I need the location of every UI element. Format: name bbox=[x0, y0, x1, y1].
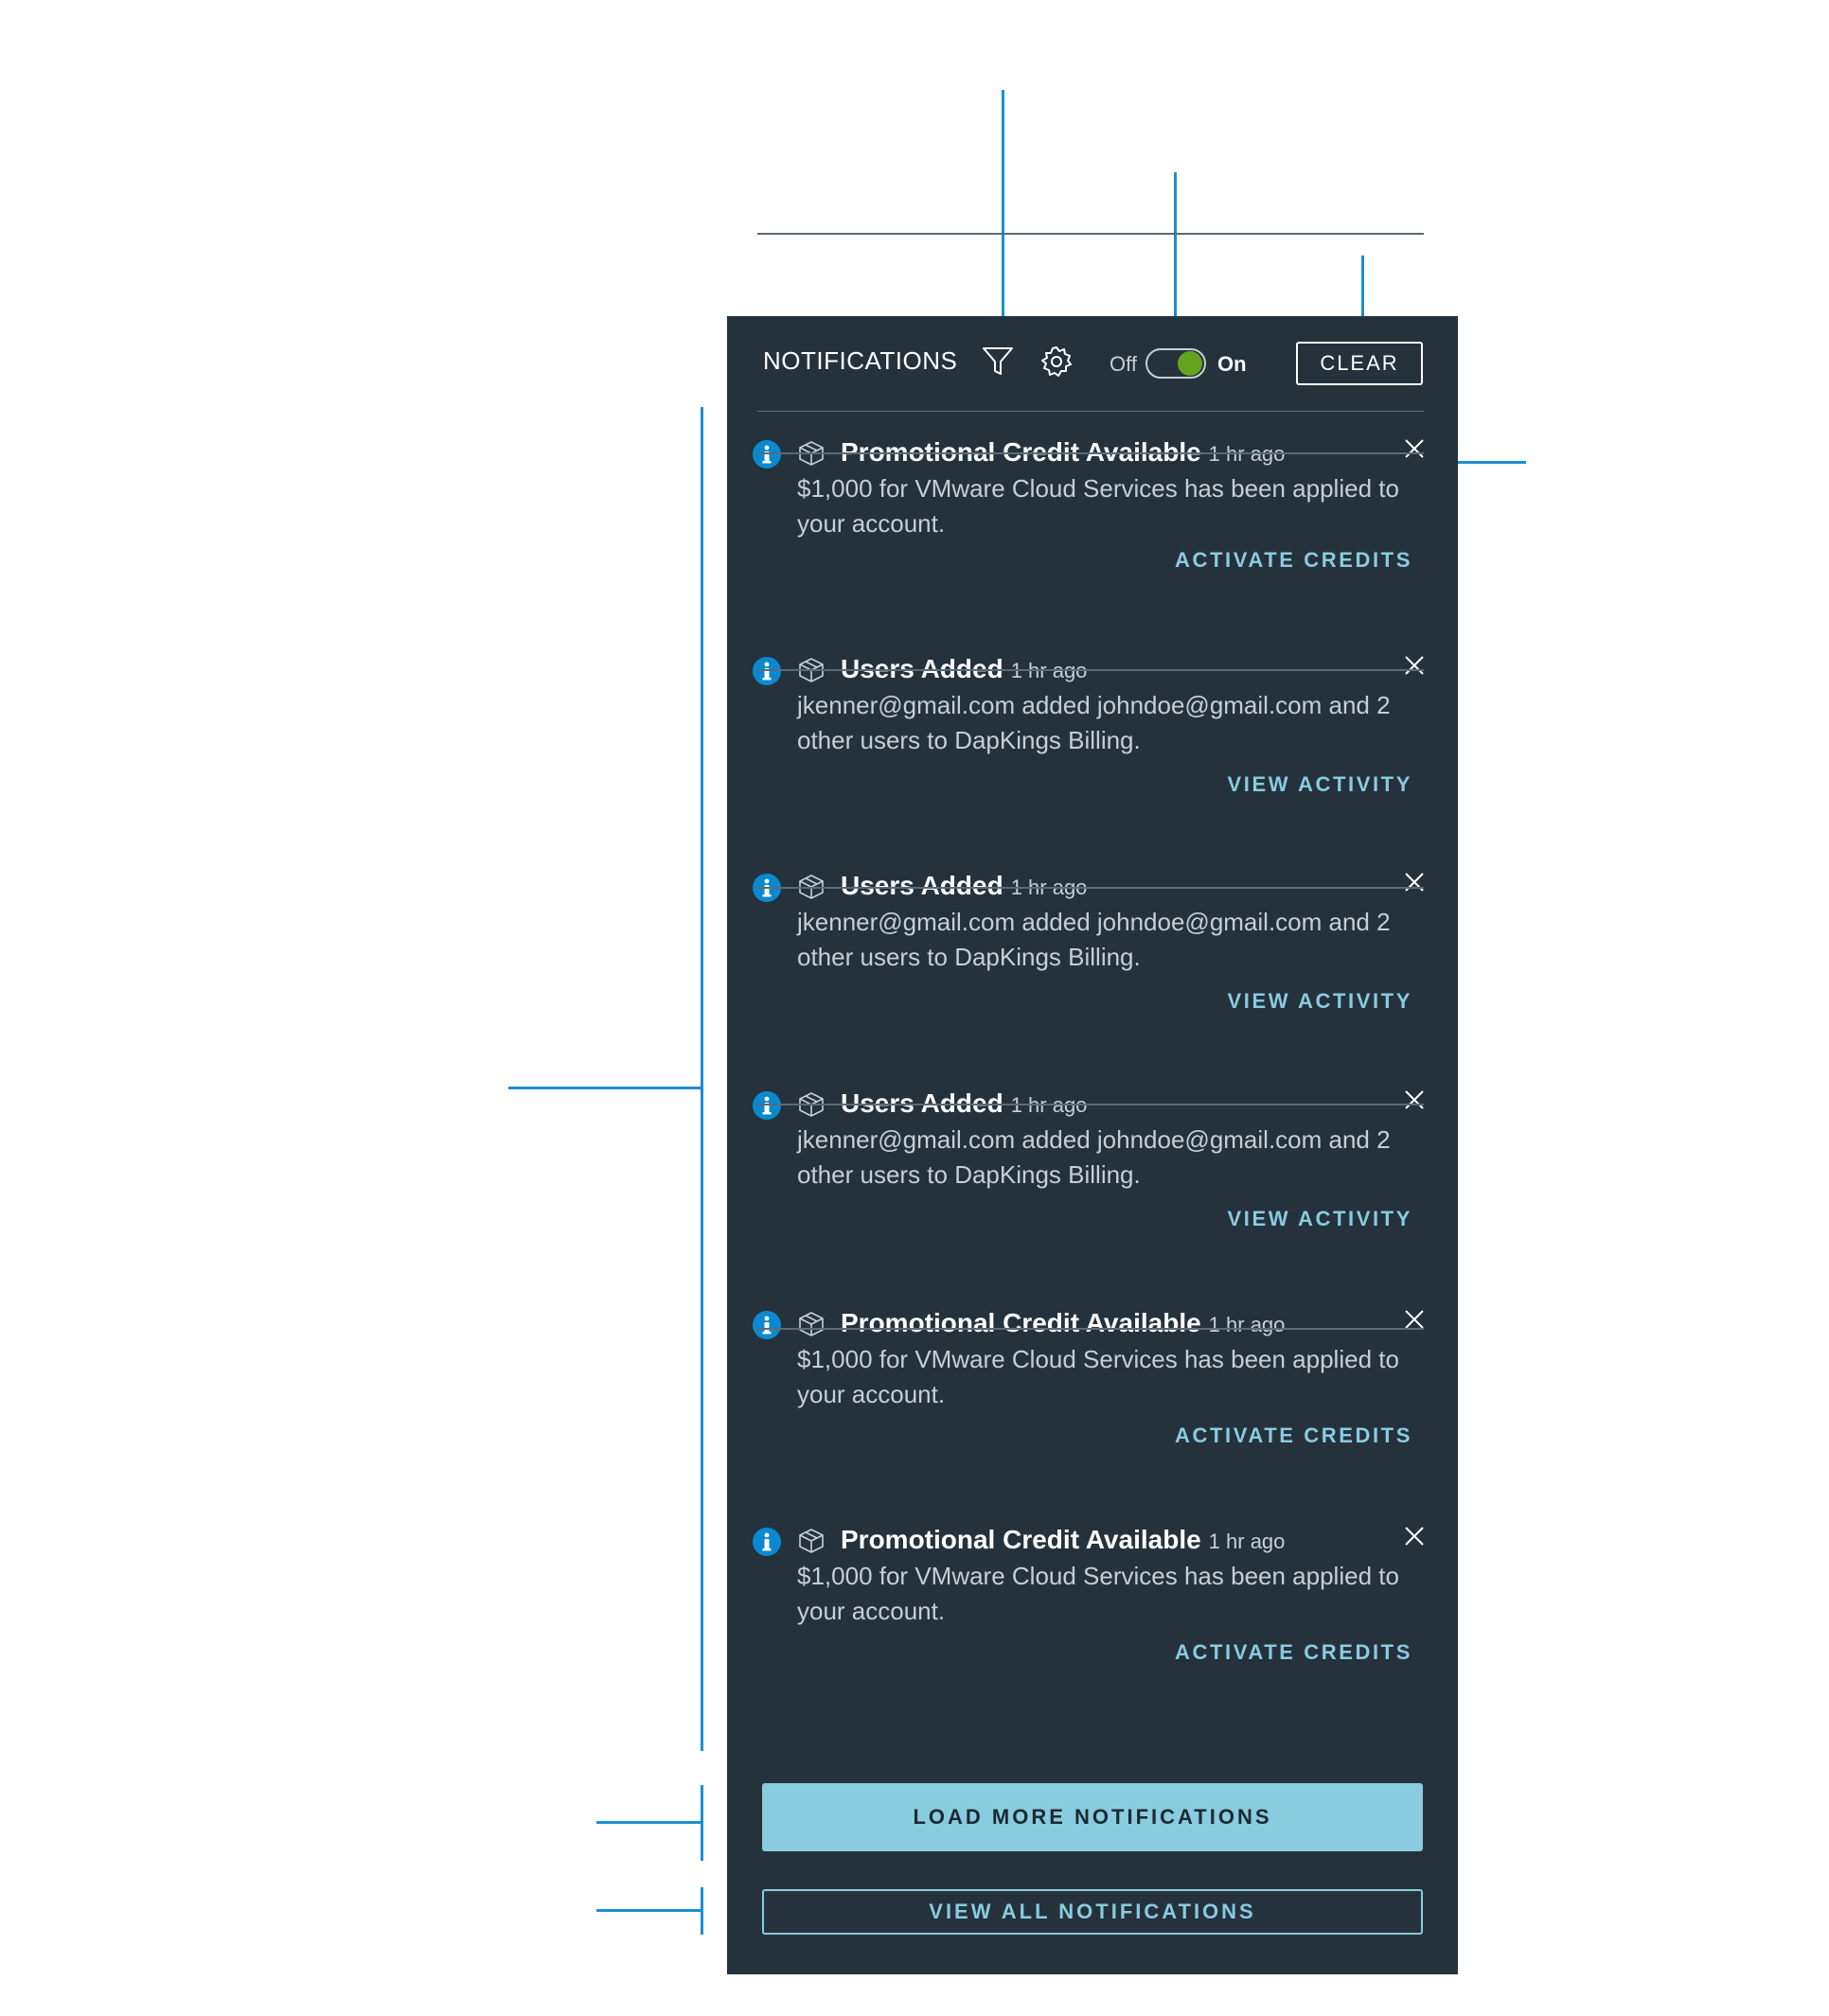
gear-icon[interactable] bbox=[1039, 345, 1074, 379]
notification-divider bbox=[757, 452, 1424, 454]
close-icon[interactable] bbox=[1403, 1308, 1426, 1331]
notification-action-link[interactable]: ACTIVATE CREDITS bbox=[1174, 1640, 1412, 1664]
notifications-toggle[interactable] bbox=[1145, 348, 1206, 379]
close-icon[interactable] bbox=[1403, 1525, 1426, 1547]
notification-action-link[interactable]: VIEW ACTIVITY bbox=[1227, 989, 1412, 1013]
notification-divider bbox=[757, 887, 1424, 889]
header-divider bbox=[757, 411, 1424, 412]
notification-body: $1,000 for VMware Cloud Services has bee… bbox=[797, 1345, 1399, 1408]
callout-list-horizontal bbox=[508, 1087, 701, 1089]
notification-title-text: Promotional Credit Available bbox=[841, 1525, 1201, 1554]
cloud-services-icon bbox=[799, 1529, 824, 1553]
info-icon bbox=[753, 1528, 781, 1556]
notification-timestamp: 1 hr ago bbox=[1208, 1530, 1286, 1553]
notification-body: $1,000 for VMware Cloud Services has bee… bbox=[797, 1562, 1399, 1625]
close-icon[interactable] bbox=[1403, 1088, 1426, 1111]
callout-viewall-bracket bbox=[701, 1887, 703, 1935]
notification-title-text: Promotional Credit Available bbox=[841, 1308, 1201, 1337]
notifications-panel: NOTIFICATIONS Off On CLEAR Promotional C… bbox=[727, 233, 1458, 1974]
notification-title-text: Users Added bbox=[841, 871, 1003, 900]
notification-divider bbox=[757, 669, 1424, 671]
notification-action-link[interactable]: ACTIVATE CREDITS bbox=[1174, 1424, 1412, 1447]
toggle-off-label: Off bbox=[1110, 352, 1137, 376]
toggle-knob bbox=[1178, 351, 1202, 376]
notification-divider bbox=[757, 1104, 1424, 1105]
notification-title: Promotional Credit Available 1 hr ago bbox=[841, 1308, 1285, 1338]
notification-title: Promotional Credit Available 1 hr ago bbox=[841, 1525, 1285, 1555]
notification-divider bbox=[757, 233, 1424, 235]
callout-viewall-horizontal bbox=[596, 1909, 701, 1912]
load-more-button[interactable]: LOAD MORE NOTIFICATIONS bbox=[762, 1783, 1423, 1851]
clear-button[interactable]: CLEAR bbox=[1296, 342, 1423, 385]
notification-title-text: Promotional Credit Available bbox=[841, 437, 1201, 467]
notification-action-link[interactable]: VIEW ACTIVITY bbox=[1227, 1207, 1412, 1230]
filter-icon[interactable] bbox=[981, 345, 1015, 379]
panel-title: NOTIFICATIONS bbox=[763, 346, 958, 375]
notification-title-text: Users Added bbox=[841, 654, 1003, 683]
info-icon bbox=[753, 1091, 781, 1120]
callout-clear-vertical bbox=[1361, 256, 1364, 335]
view-all-button[interactable]: VIEW ALL NOTIFICATIONS bbox=[762, 1889, 1423, 1935]
notification-body: jkenner@gmail.com added johndoe@gmail.co… bbox=[797, 1125, 1391, 1189]
callout-loadmore-bracket bbox=[701, 1785, 703, 1861]
toggle-on-label: On bbox=[1217, 352, 1247, 376]
close-icon[interactable] bbox=[1403, 871, 1426, 893]
notification-divider bbox=[757, 1328, 1424, 1330]
notification-body: $1,000 for VMware Cloud Services has bee… bbox=[797, 474, 1399, 538]
notification-body: jkenner@gmail.com added johndoe@gmail.co… bbox=[797, 908, 1391, 971]
callout-toggle-vertical bbox=[1174, 172, 1177, 335]
callout-loadmore-horizontal bbox=[596, 1821, 701, 1824]
info-icon bbox=[753, 657, 781, 685]
notification-action-link[interactable]: VIEW ACTIVITY bbox=[1227, 772, 1412, 796]
close-icon[interactable] bbox=[1403, 437, 1426, 460]
callout-close-horizontal bbox=[1447, 461, 1526, 464]
notification-body: jkenner@gmail.com added johndoe@gmail.co… bbox=[797, 691, 1391, 754]
notification-timestamp: 1 hr ago bbox=[1208, 1313, 1286, 1336]
close-icon[interactable] bbox=[1403, 654, 1426, 677]
info-icon bbox=[753, 1311, 781, 1339]
callout-list-bracket bbox=[701, 407, 703, 1751]
callout-filter-vertical bbox=[1002, 90, 1004, 334]
notification-title-text: Users Added bbox=[841, 1088, 1003, 1118]
cloud-services-icon bbox=[799, 1312, 824, 1336]
notification-action-link[interactable]: ACTIVATE CREDITS bbox=[1174, 548, 1412, 572]
info-icon bbox=[753, 440, 781, 469]
